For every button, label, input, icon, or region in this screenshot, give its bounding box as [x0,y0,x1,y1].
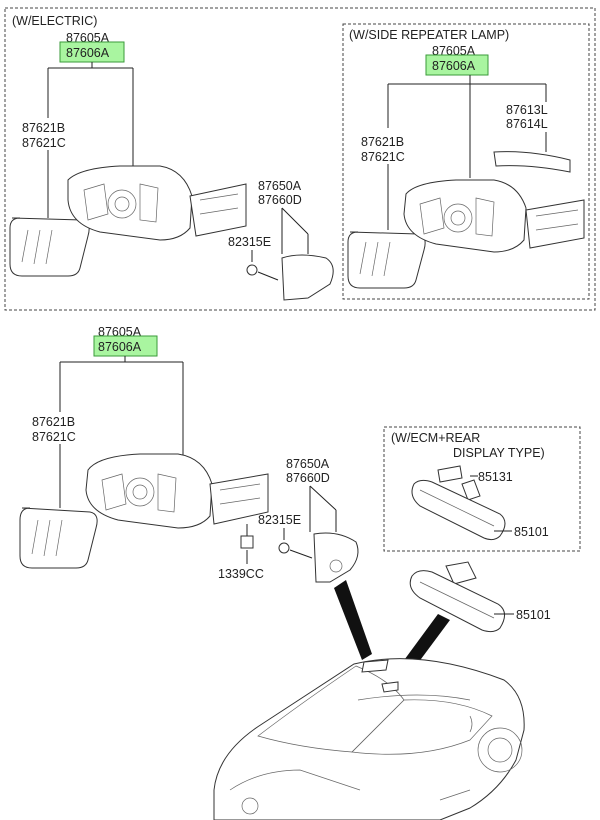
pn-87621b-group3: 87621B [32,415,75,429]
pn-87606a-group3: 87606A [98,340,142,354]
pn-87621c-group2: 87621C [361,150,405,164]
highlight-87606a-group2[interactable] [425,54,489,76]
pn-87606a-group1: 87606A [66,46,110,60]
cover-87650a-group3[interactable] [313,532,359,583]
nut-1339cc[interactable] [240,535,254,549]
pn-87614l: 87614L [506,117,548,131]
label-display-type: DISPLAY TYPE) [453,446,545,460]
cover-87650a-group1[interactable] [281,254,334,301]
screw-82315e-group1[interactable] [246,264,258,276]
screw-82315e-group3[interactable] [278,542,290,554]
car-illustration [213,658,525,820]
mirror-glass-group3[interactable] [19,507,98,569]
box-ecm-rear-display [383,426,581,552]
pn-87650a-group1: 87650A [258,179,302,193]
pn-82315e-group1: 82315E [228,235,271,249]
pn-87621b-group1: 87621B [22,121,65,135]
label-w-side-repeater: (W/SIDE REPEATER LAMP) [349,28,509,42]
pn-85131: 85131 [478,470,513,484]
label-w-electric: (W/ELECTRIC) [12,14,97,28]
mirror-housing-group1[interactable] [67,165,247,241]
pointer-side-mirror [334,580,372,660]
pn-87621c-group3: 87621C [32,430,76,444]
pn-87660d-group1: 87660D [258,193,302,207]
rear-mirror-standard[interactable] [409,570,505,633]
rear-mirror-mount[interactable] [445,561,477,585]
mirror-glass-group1[interactable] [9,217,90,277]
pn-87621b-group2: 87621B [361,135,404,149]
mirror-housing-group2[interactable] [403,179,585,253]
rear-mirror-ecm[interactable] [411,479,506,541]
pn-87606a-group2: 87606A [432,59,476,73]
pn-85101-standard: 85101 [516,608,551,622]
pn-1339cc: 1339CC [218,567,264,581]
pn-87621c-group1: 87621C [22,136,66,150]
mirror-housing-group3[interactable] [85,453,269,529]
pn-87613l: 87613L [506,103,548,117]
label-w-ecm-rear: (W/ECM+REAR [391,431,480,445]
repeater-lamp[interactable] [493,151,571,173]
pn-85101-ecm: 85101 [514,525,549,539]
box-side-repeater-lamp [342,23,590,300]
pn-87660d-group3: 87660D [286,471,330,485]
box-electric-mirror [4,7,596,311]
sensor-85131[interactable] [437,465,463,483]
pn-82315e-group3: 82315E [258,513,301,527]
pn-87650a-group3: 87650A [286,457,330,471]
